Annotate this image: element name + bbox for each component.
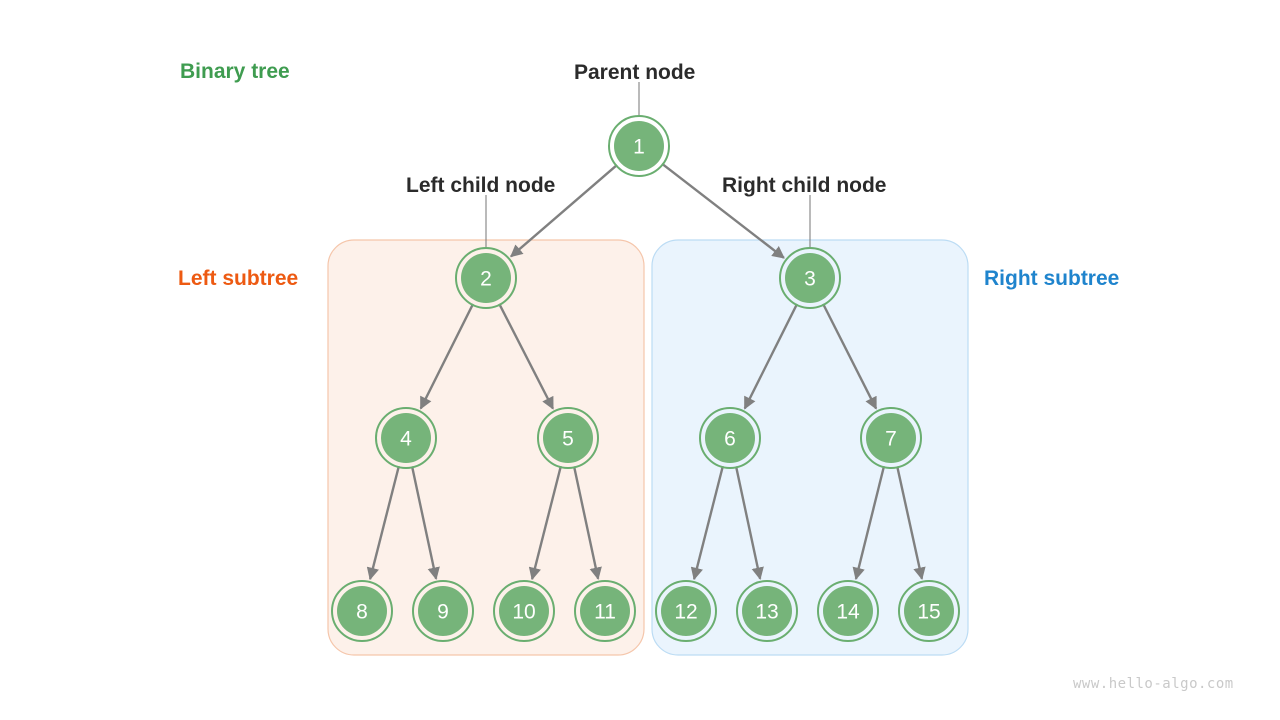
label-parent-node: Parent node xyxy=(574,61,696,84)
edge-3-7 xyxy=(822,303,878,410)
node-1-value: 1 xyxy=(633,136,645,159)
node-8-circle xyxy=(337,586,387,636)
site-watermark: www.hello-algo.com xyxy=(1073,676,1234,692)
subtree-boxes xyxy=(327,239,969,656)
node-1[interactable]: 1 xyxy=(608,115,670,177)
node-10-ring xyxy=(493,580,555,642)
node-4-circle xyxy=(381,413,431,463)
node-10-value: 10 xyxy=(512,601,535,624)
node-11[interactable]: 11 xyxy=(574,580,636,642)
node-13-value: 13 xyxy=(755,601,778,624)
edge-6-13 xyxy=(734,466,764,580)
edge-4-8 xyxy=(366,465,401,581)
edge-7-14 xyxy=(852,465,886,581)
label-binary-tree: Binary tree xyxy=(180,60,290,83)
node-13-circle xyxy=(742,586,792,636)
node-3-circle xyxy=(785,253,835,303)
node-8-value: 8 xyxy=(356,601,368,624)
annotation-pointer-lines xyxy=(485,82,811,248)
node-14-circle xyxy=(823,586,873,636)
edge-5-11 xyxy=(572,466,602,580)
node-5[interactable]: 5 xyxy=(537,407,599,469)
node-10-circle xyxy=(499,586,549,636)
node-15[interactable]: 15 xyxy=(898,580,960,642)
node-1-circle xyxy=(614,121,664,171)
edge-7-15 xyxy=(896,466,926,580)
node-7-ring xyxy=(860,407,922,469)
node-9-circle xyxy=(418,586,468,636)
edge-2-4 xyxy=(419,303,475,410)
edge-1-3 xyxy=(661,162,785,259)
node-9-ring xyxy=(412,580,474,642)
node-13-ring xyxy=(736,580,798,642)
node-2-value: 2 xyxy=(480,268,492,291)
node-7-value: 7 xyxy=(885,428,897,451)
edge-5-10 xyxy=(528,465,563,581)
node-2-circle xyxy=(461,253,511,303)
node-6-circle xyxy=(705,413,755,463)
node-14-ring xyxy=(817,580,879,642)
edge-2-5 xyxy=(498,303,555,410)
node-12-circle xyxy=(661,586,711,636)
edge-3-6 xyxy=(743,303,799,410)
node-13[interactable]: 13 xyxy=(736,580,798,642)
node-10[interactable]: 10 xyxy=(493,580,555,642)
node-4[interactable]: 4 xyxy=(375,407,437,469)
node-12-value: 12 xyxy=(674,601,697,624)
node-2[interactable]: 2 xyxy=(455,247,517,309)
node-5-circle xyxy=(543,413,593,463)
node-3[interactable]: 3 xyxy=(779,247,841,309)
node-8[interactable]: 8 xyxy=(331,580,393,642)
label-right-subtree: Right subtree xyxy=(984,267,1120,290)
node-9-value: 9 xyxy=(437,601,449,624)
node-6-value: 6 xyxy=(724,428,736,451)
label-left-child-node: Left child node xyxy=(406,174,556,197)
node-6-ring xyxy=(699,407,761,469)
node-2-ring xyxy=(455,247,517,309)
node-7-circle xyxy=(866,413,916,463)
node-5-value: 5 xyxy=(562,428,574,451)
node-7[interactable]: 7 xyxy=(860,407,922,469)
edge-1-2 xyxy=(510,164,618,258)
node-11-value: 11 xyxy=(594,601,616,624)
node-4-value: 4 xyxy=(400,428,412,451)
label-left-subtree: Left subtree xyxy=(178,267,299,290)
node-1-ring xyxy=(608,115,670,177)
node-3-ring xyxy=(779,247,841,309)
tree-edges xyxy=(366,162,926,581)
edge-6-12 xyxy=(690,465,725,581)
label-right-child-node: Right child node xyxy=(722,174,887,197)
node-12-ring xyxy=(655,580,717,642)
node-14-value: 14 xyxy=(836,601,860,624)
node-15-value: 15 xyxy=(917,601,940,624)
node-3-value: 3 xyxy=(804,268,816,291)
node-5-ring xyxy=(537,407,599,469)
edge-4-9 xyxy=(410,466,440,580)
node-9[interactable]: 9 xyxy=(412,580,474,642)
node-14[interactable]: 14 xyxy=(817,580,879,642)
node-15-circle xyxy=(904,586,954,636)
node-11-ring xyxy=(574,580,636,642)
node-4-ring xyxy=(375,407,437,469)
node-8-ring xyxy=(331,580,393,642)
node-6[interactable]: 6 xyxy=(699,407,761,469)
node-12[interactable]: 12 xyxy=(655,580,717,642)
node-15-ring xyxy=(898,580,960,642)
node-11-circle xyxy=(580,586,630,636)
